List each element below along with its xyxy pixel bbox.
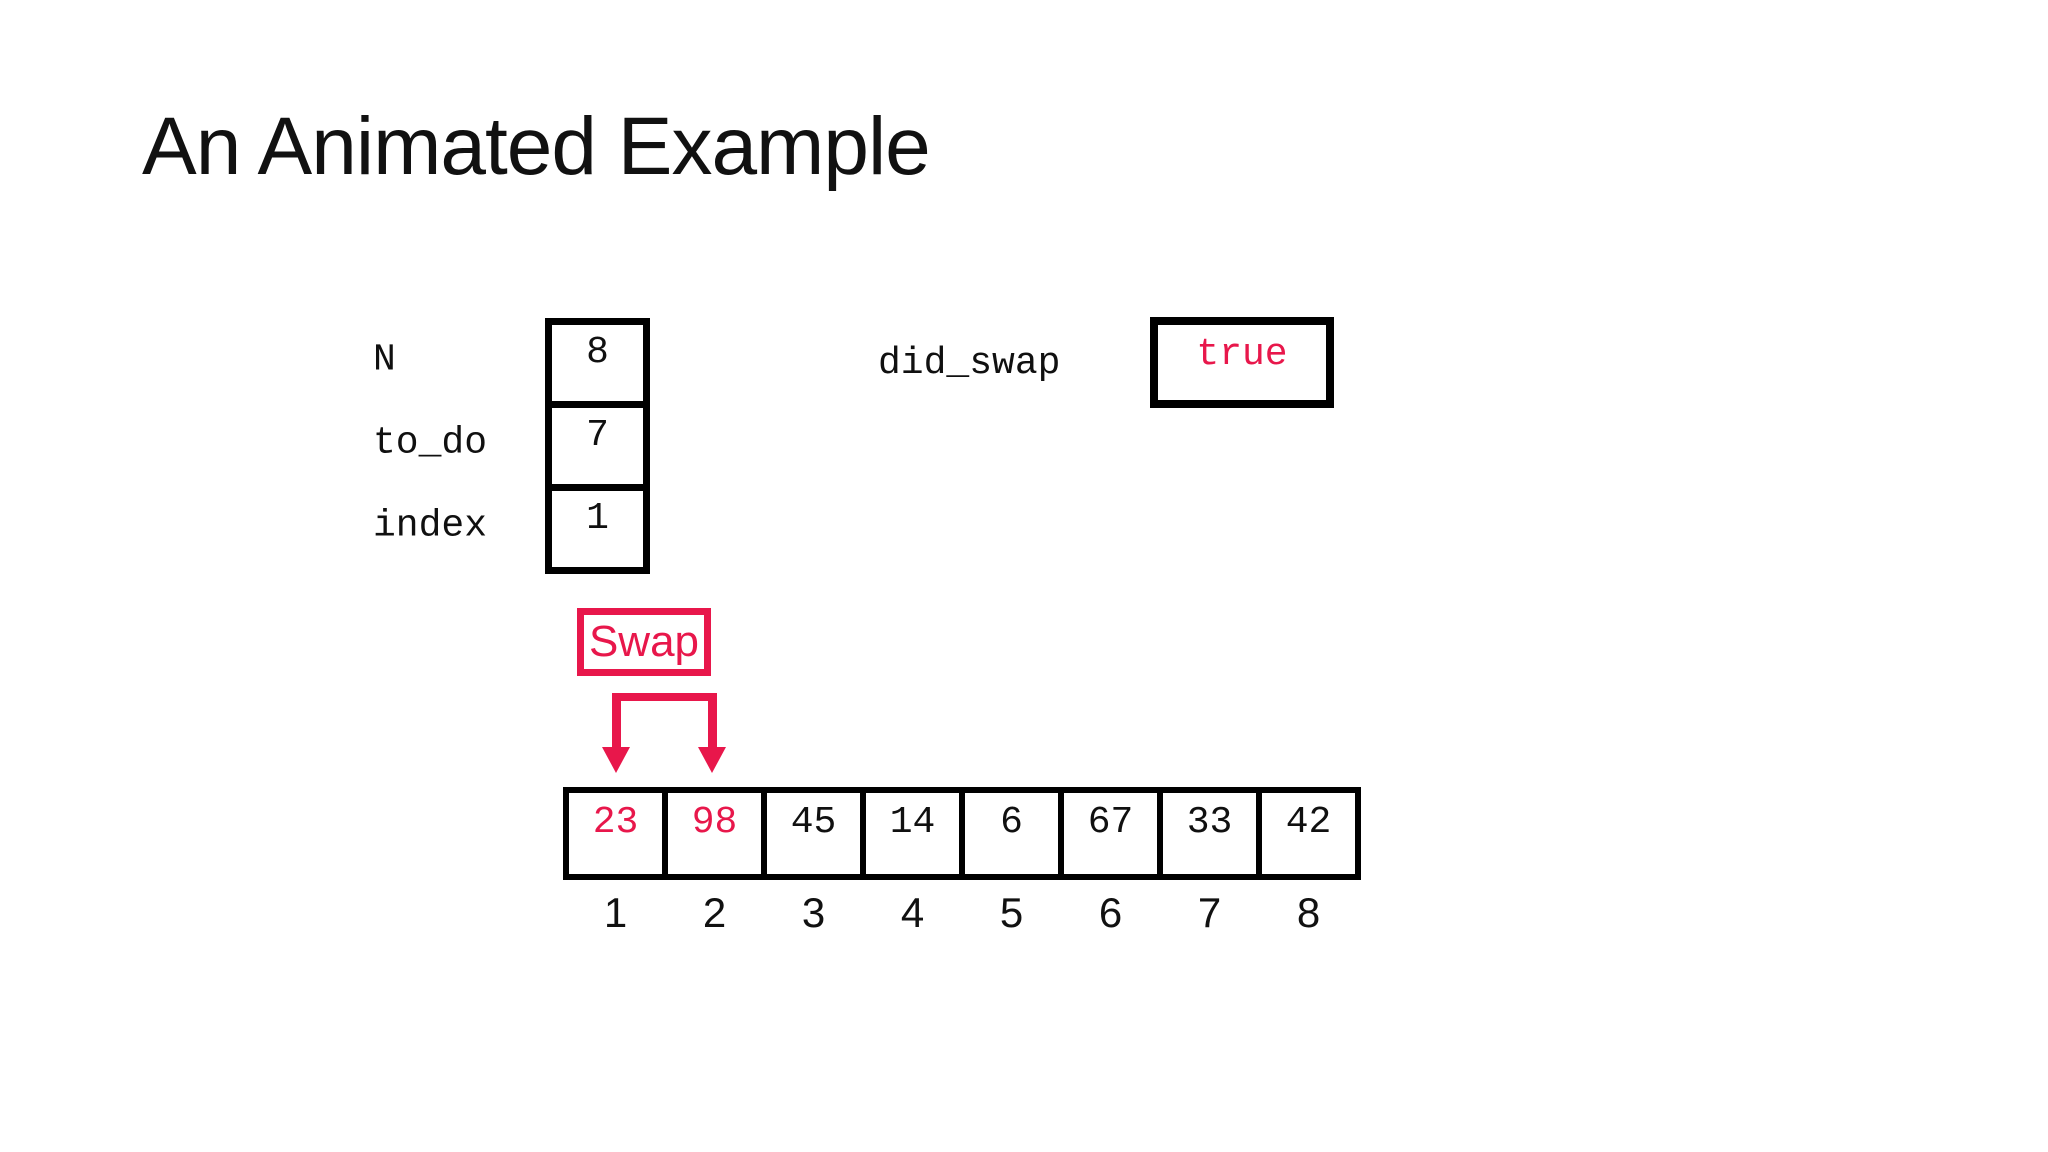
variable-label-to-do: to_do <box>373 421 488 464</box>
swap-callout-box: Swap <box>577 608 711 676</box>
array-row: 23 98 45 14 6 67 33 42 <box>563 787 1361 880</box>
array-index-row: 1 2 3 4 5 6 7 8 <box>563 889 1361 937</box>
array-cell-value: 33 <box>1186 801 1233 844</box>
array-index-label: 1 <box>603 889 628 936</box>
array-cell: 33 <box>1157 787 1262 880</box>
array-cell: 14 <box>860 787 965 880</box>
variable-value-n: 8 <box>586 331 609 374</box>
slide-title: An Animated Example <box>142 101 931 192</box>
array-cell: 42 <box>1256 787 1361 880</box>
array-cell-value: 14 <box>889 801 936 844</box>
did-swap-value: true <box>1196 333 1288 376</box>
array-index-label: 6 <box>1098 889 1123 936</box>
array-cell-value: 6 <box>1000 801 1023 844</box>
array-cell-value: 45 <box>790 801 837 844</box>
variable-row-to-do: to_do 7 <box>373 401 833 491</box>
variable-row-index: index 1 <box>373 484 833 574</box>
variable-box-index: 1 <box>545 484 650 574</box>
variable-value-index: 1 <box>586 497 609 540</box>
variable-value-to-do: 7 <box>586 414 609 457</box>
swap-callout-label: Swap <box>588 617 700 666</box>
array-cell: 23 <box>563 787 668 880</box>
array-cell-value: 42 <box>1285 801 1332 844</box>
variable-label-n: N <box>373 338 396 381</box>
variable-box-n: 8 <box>545 318 650 408</box>
did-swap-label: did_swap <box>878 342 1061 385</box>
swap-bracket-horizontal <box>612 693 717 701</box>
array-index-label: 2 <box>702 889 727 936</box>
did-swap-box: true <box>1150 317 1334 408</box>
array-cell-value: 98 <box>691 801 738 844</box>
variable-box-to-do: 7 <box>545 401 650 491</box>
array-index-label: 7 <box>1197 889 1222 936</box>
variable-row-n: N 8 <box>373 318 833 408</box>
array-index-label: 3 <box>801 889 826 936</box>
down-arrow-icon <box>602 747 630 773</box>
down-arrow-icon <box>698 747 726 773</box>
array-index-label: 4 <box>900 889 925 936</box>
array-cell: 67 <box>1058 787 1163 880</box>
array-cell-value: 67 <box>1087 801 1134 844</box>
array-index-label: 8 <box>1296 889 1321 936</box>
array-cell: 6 <box>959 787 1064 880</box>
array-cell-value: 23 <box>592 801 639 844</box>
swap-bracket-left-stem <box>612 693 621 750</box>
array-cell: 45 <box>761 787 866 880</box>
array-cell: 98 <box>662 787 767 880</box>
array-index-label: 5 <box>999 889 1024 936</box>
variable-label-index: index <box>373 504 488 547</box>
swap-bracket-right-stem <box>708 693 717 750</box>
